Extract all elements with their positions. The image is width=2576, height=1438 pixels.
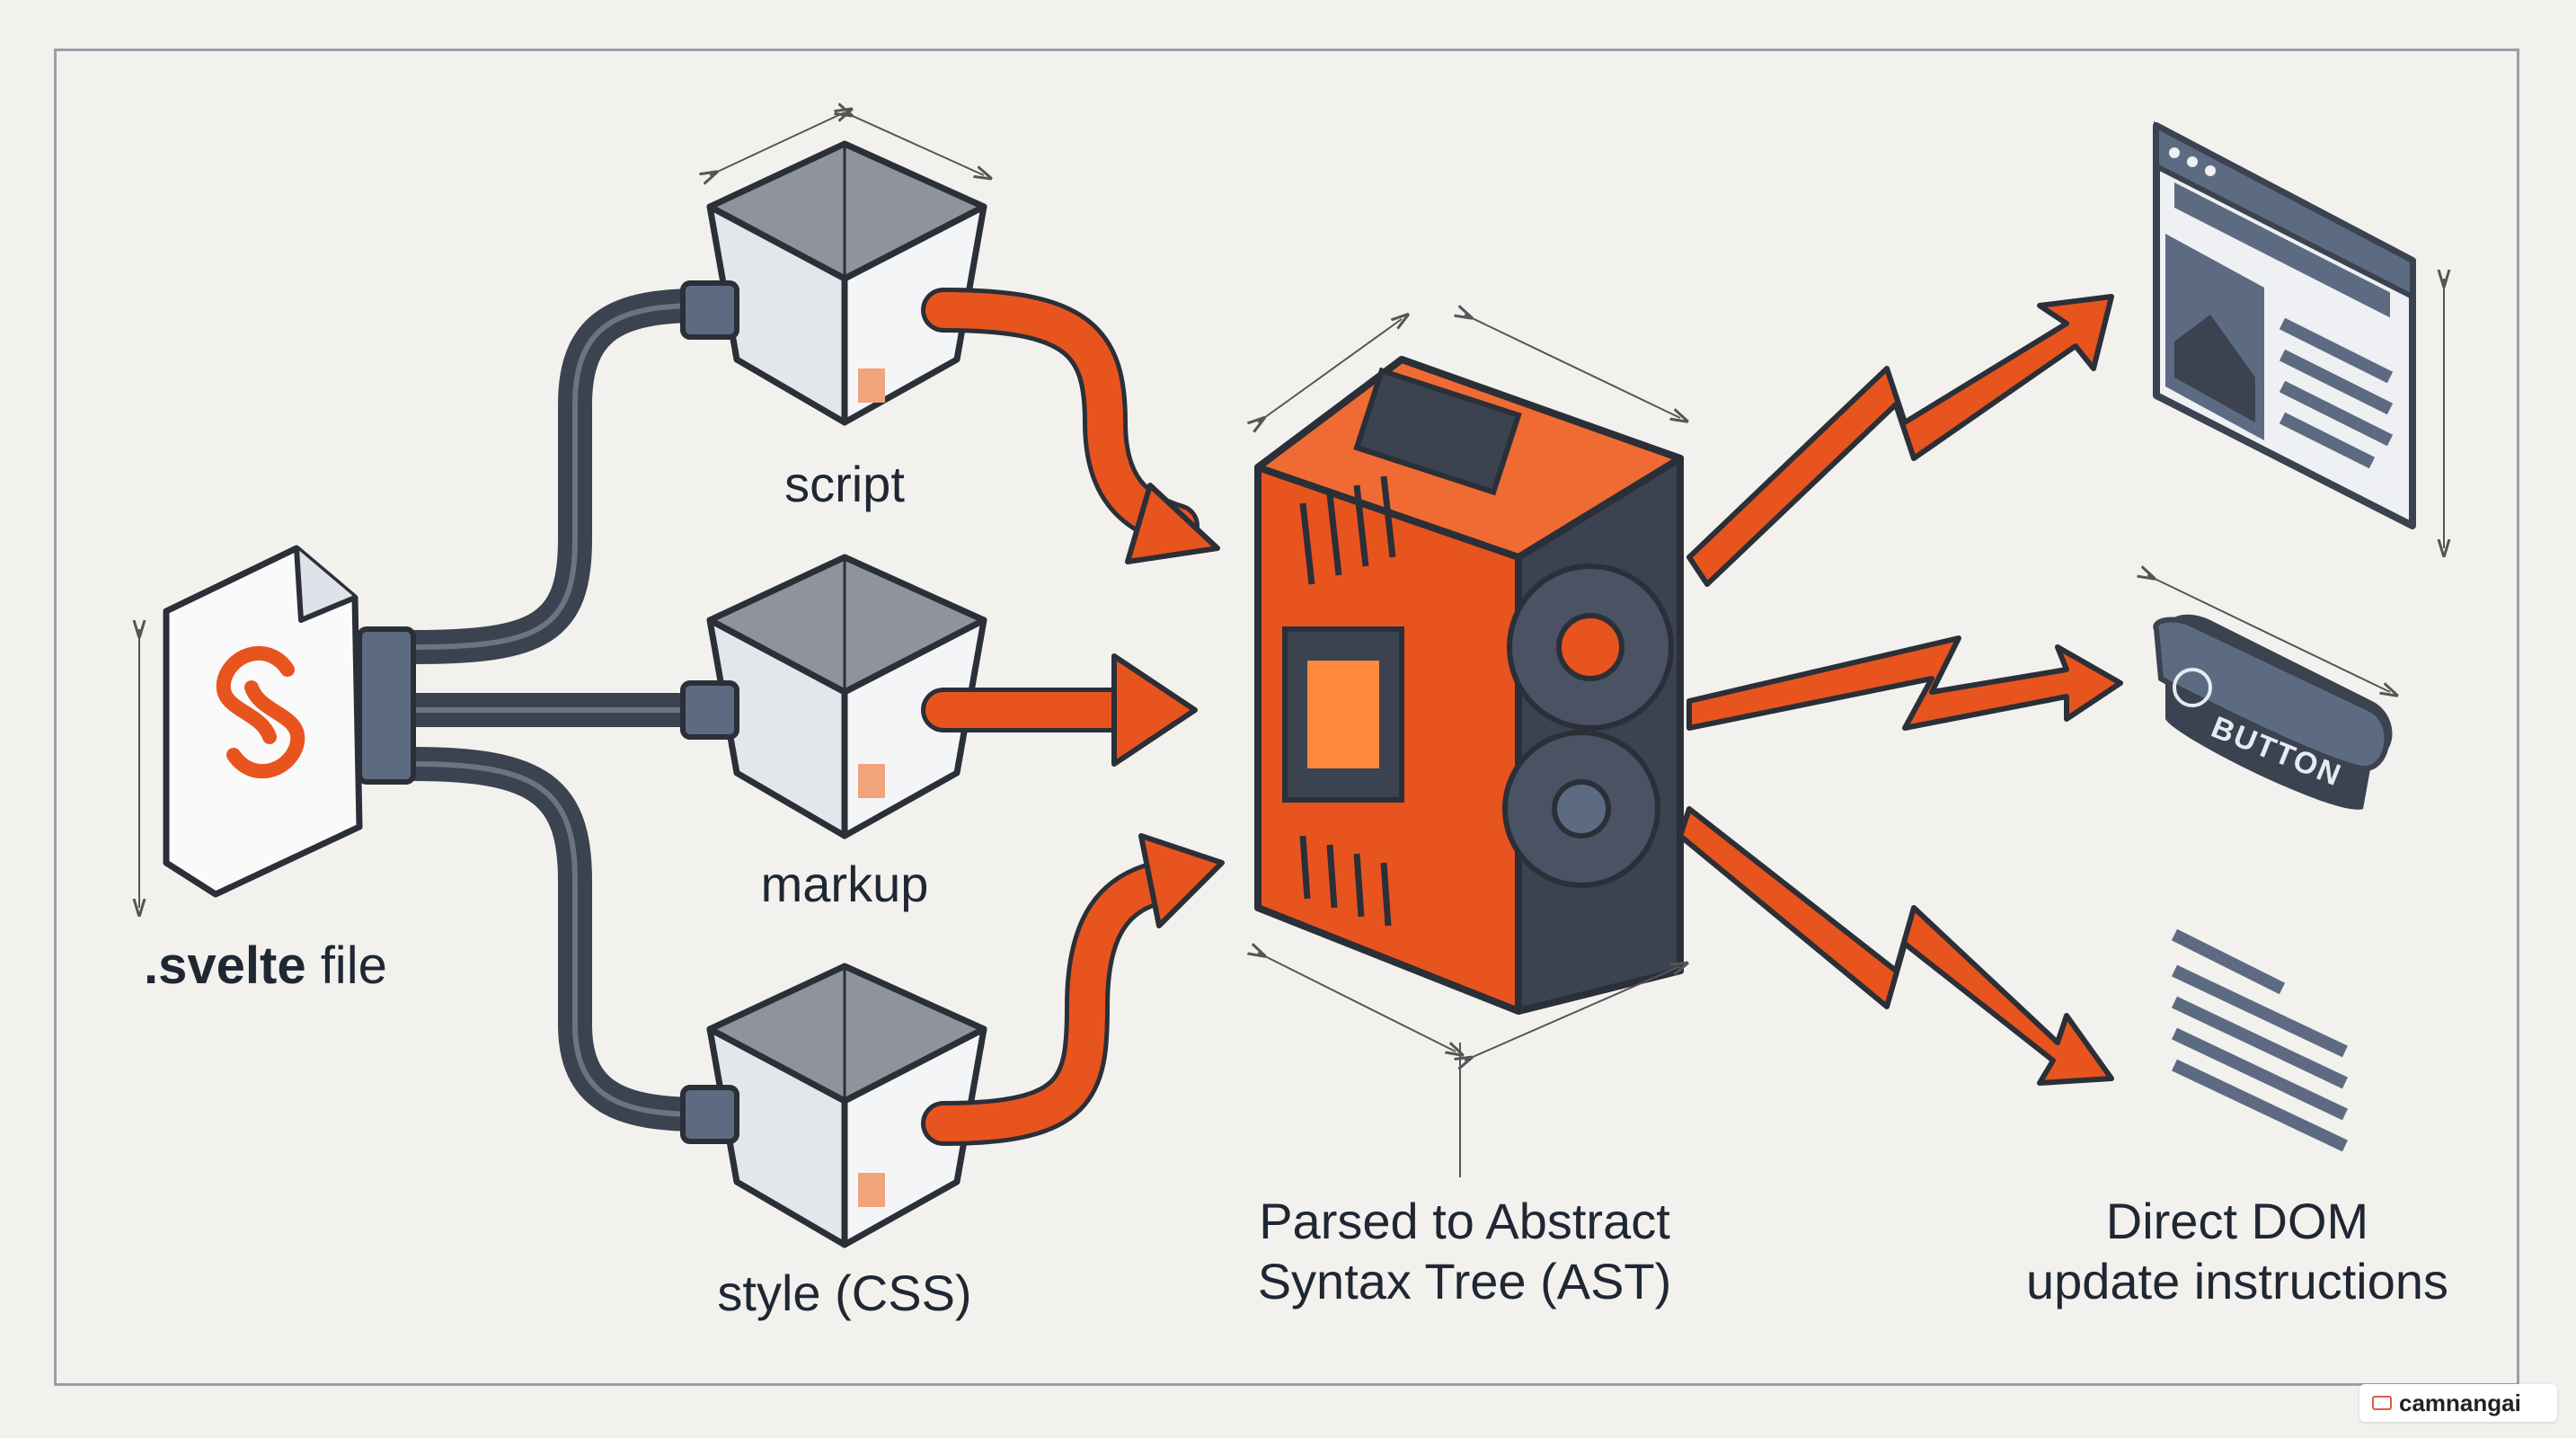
- ast-label-line2: Syntax Tree (AST): [1257, 1253, 1672, 1310]
- svelte-logo-icon: [216, 646, 305, 778]
- output-arrows: [1677, 294, 2123, 1086]
- input-pipes: [396, 288, 718, 1132]
- gift-icon: [2372, 1396, 2392, 1410]
- dom-label-line1: Direct DOM: [2105, 1193, 2369, 1249]
- svelte-file-label: .svelte file: [144, 936, 387, 995]
- button-icon: [2147, 575, 2393, 810]
- browser-window-icon: [2153, 121, 2444, 548]
- dom-label-line2: update instructions: [2025, 1253, 2449, 1310]
- watermark-badge: camnangai: [2359, 1384, 2557, 1422]
- diagram-frame: [54, 49, 2519, 1386]
- ast-label-line1: Parsed to Abstract: [1259, 1193, 1670, 1249]
- orange-pipes: [921, 288, 1199, 1146]
- svelte-file-icon: [139, 545, 416, 908]
- dom-label: Direct DOM update instructions: [1968, 1191, 2507, 1311]
- style-label: style (CSS): [717, 1265, 972, 1321]
- gear-icon: [1502, 564, 1674, 888]
- script-label: script: [784, 456, 905, 512]
- markup-box: [680, 554, 987, 839]
- script-box: [680, 112, 984, 426]
- style-box: [680, 963, 987, 1248]
- ast-label: Parsed to Abstract Syntax Tree (AST): [1186, 1191, 1743, 1311]
- watermark-text: camnangai: [2399, 1389, 2521, 1416]
- chip-icon: [1282, 367, 1522, 803]
- pipe-arrowheads: [1111, 483, 1225, 928]
- markup-label: markup: [760, 856, 929, 912]
- ast-processor: [1258, 315, 1680, 1177]
- text-lines-icon: [2171, 928, 2348, 1152]
